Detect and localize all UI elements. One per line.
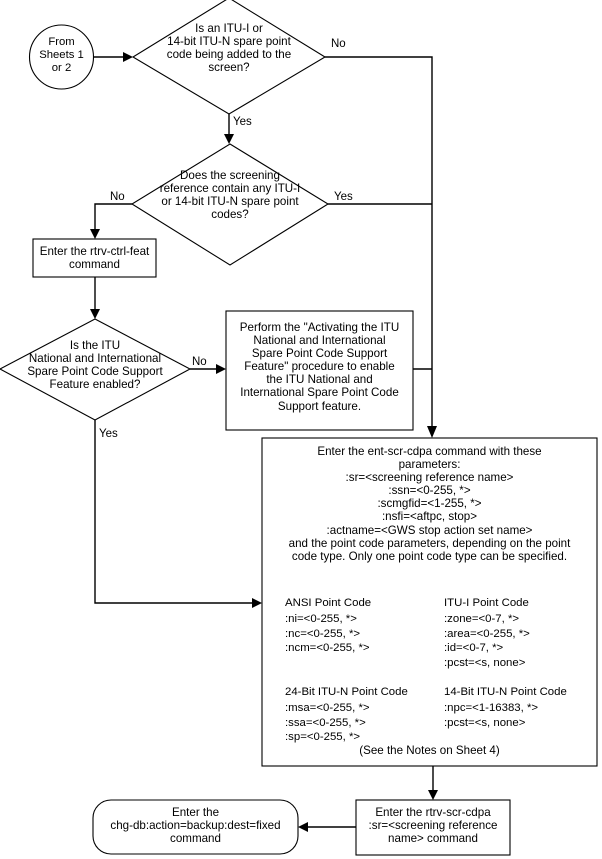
arrowhead-feature-enabled-no [216,364,226,374]
arrowhead-ent-scr-cdpa-to-rtrv [428,790,438,800]
point-code-itu-n-24bit-params: :msa=<0-255, *> :ssa=<0-255, *> :sp=<0-2… [285,702,370,744]
edge-spare-pc-no [325,56,433,430]
arrowhead-feature-enabled-yes [252,598,262,608]
point-code-itu-n-14bit-params: :npc=<1-16383, *> :pcst=<s, none> [444,702,539,729]
arrowhead-start-to-spare-pc [123,52,133,62]
start-connector-shape [28,24,95,90]
point-code-ansi-params: :ni=<0-255, *> :nc=<0-255, *> :ncm=<0-25… [285,613,370,655]
edge-screening-ref-no [94,203,132,235]
edge-label-feature-enabled-no: No [192,356,207,368]
decision-spare-pc-shape [131,0,327,115]
arrowhead-screening-ref-no [90,229,100,239]
terminator-chg-db-shape [92,799,299,855]
process-rtrv-scr-cdpa-shape [355,799,511,856]
edge-label-feature-enabled-yes: Yes [99,428,118,440]
process-activate-feature-shape [225,310,414,431]
edge-label-screening-ref-yes: Yes [334,191,353,203]
edge-feature-enabled-yes [94,420,258,604]
arrowhead-rtrv-to-chg-db [298,822,308,832]
arrowhead-spare-pc-no [427,426,437,438]
edge-label-spare-pc-yes: Yes [233,116,252,128]
edge-label-screening-ref-no: No [110,191,125,203]
point-code-itu-i-title: ITU-I Point Code [444,597,529,609]
point-code-ansi-title: ANSI Point Code [285,597,372,609]
process-rtrv-ctrl-feat-shape [32,238,157,278]
process-ent-scr-cdpa-shape [261,437,598,767]
arrowhead-rtrv-ctrl-feat-to-decision [90,309,100,319]
point-code-itu-n-14bit-title: 14-Bit ITU-N Point Code [444,686,567,698]
arrowhead-spare-pc-yes [224,134,234,144]
decision-screening-ref-shape [130,143,330,266]
point-code-itu-n-24bit-title: 24-Bit ITU-N Point Code [285,686,408,698]
decision-feature-enabled-shape [0,318,192,421]
edge-label-spare-pc-no: No [331,38,346,50]
point-code-itu-i-params: :zone=<0-7, *> :area=<0-255, *> :id=<0-7… [444,613,530,669]
